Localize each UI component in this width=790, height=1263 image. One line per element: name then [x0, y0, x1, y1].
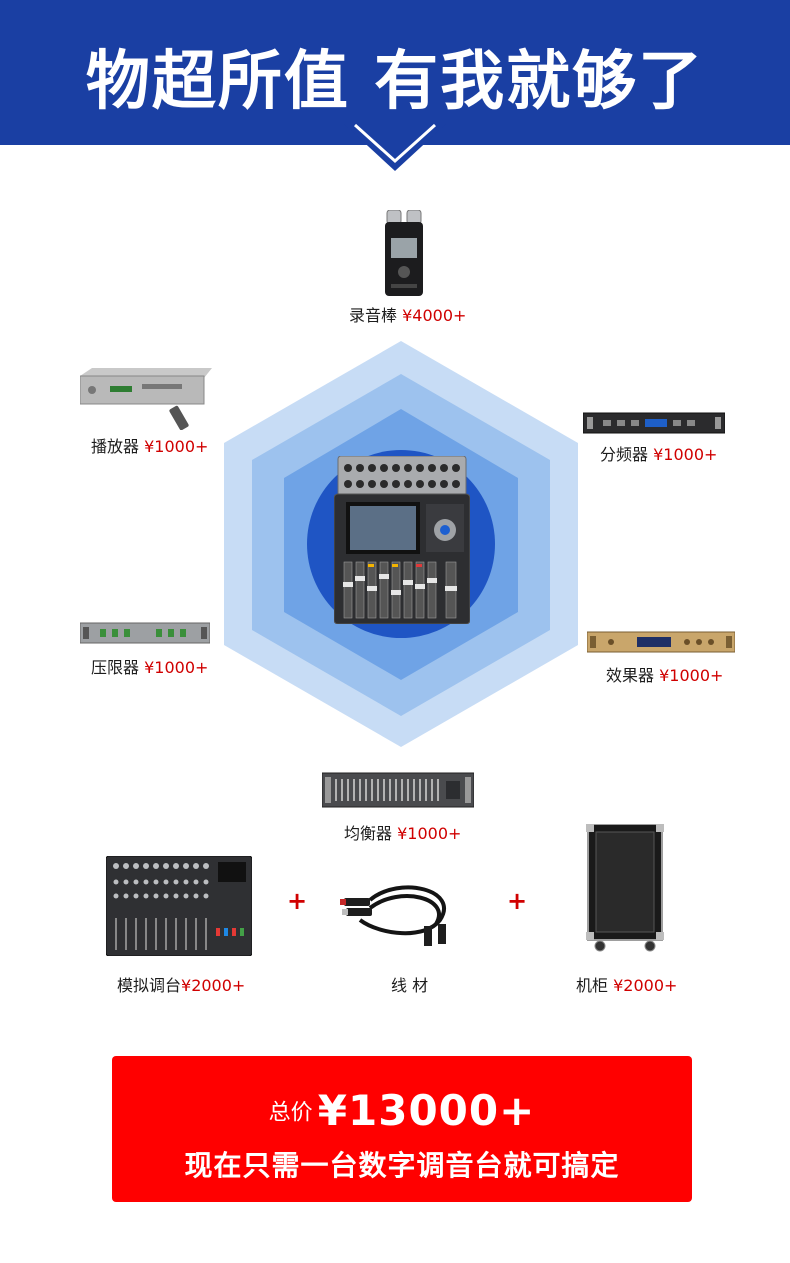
digital-mixer-image: [334, 456, 470, 624]
analog-mixer-caption: 模拟调台¥2000+: [117, 972, 245, 996]
cabinet-image: [586, 824, 664, 952]
cable-name: 线 材: [391, 976, 429, 995]
banner-chevron: [343, 123, 447, 171]
plus-sign-2: +: [507, 887, 528, 915]
cable-image: [340, 885, 446, 946]
compressor-price: ¥1000+: [144, 658, 209, 677]
crossover-image: [583, 412, 725, 434]
effects-name: 效果器: [606, 666, 655, 685]
crossover-name: 分频器: [600, 445, 649, 464]
recorder-image: [385, 210, 423, 296]
plus-sign-1: +: [287, 887, 308, 915]
player-price: ¥1000+: [144, 437, 209, 456]
equalizer-price: ¥1000+: [397, 824, 462, 843]
crossover-price: ¥1000+: [653, 445, 718, 464]
player-name: 播放器: [91, 437, 140, 456]
compressor-image: [80, 622, 210, 644]
total-label: 总价: [268, 1100, 313, 1126]
effects-image: [587, 631, 735, 653]
effects-price: ¥1000+: [659, 666, 724, 685]
analog-mixer-name: 模拟调台: [117, 976, 182, 995]
compressor-name: 压限器: [91, 658, 140, 677]
equalizer-name: 均衡器: [344, 824, 393, 843]
analog-mixer-image: [106, 856, 252, 956]
crossover-caption: 分频器 ¥1000+: [600, 441, 717, 465]
total-price-line: 总价 ¥13000+: [112, 1086, 692, 1135]
analog-mixer-price: ¥2000+: [181, 976, 246, 995]
player-image: [80, 368, 212, 430]
player-caption: 播放器 ¥1000+: [91, 433, 208, 457]
compressor-caption: 压限器 ¥1000+: [91, 654, 208, 678]
equalizer-caption: 均衡器 ¥1000+: [344, 820, 461, 844]
equalizer-image: [322, 772, 474, 808]
cabinet-caption: 机柜 ¥2000+: [576, 972, 677, 996]
total-tagline: 现在只需一台数字调音台就可搞定: [184, 1149, 620, 1182]
recorder-price: ¥4000+: [402, 306, 467, 325]
total-value: ¥13000+: [317, 1086, 536, 1135]
cabinet-name: 机柜: [576, 976, 609, 995]
top-banner: 物超所值 有我就够了: [0, 0, 790, 145]
total-price-box: 总价 ¥13000+ 现在只需一台数字调音台就可搞定: [112, 1056, 692, 1202]
effects-caption: 效果器 ¥1000+: [606, 662, 723, 686]
cabinet-price: ¥2000+: [613, 976, 678, 995]
recorder-name: 录音棒: [349, 306, 398, 325]
cable-caption: 线 材: [391, 972, 428, 996]
banner-title: 物超所值 有我就够了: [85, 45, 705, 119]
recorder-caption: 录音棒 ¥4000+: [349, 302, 466, 326]
